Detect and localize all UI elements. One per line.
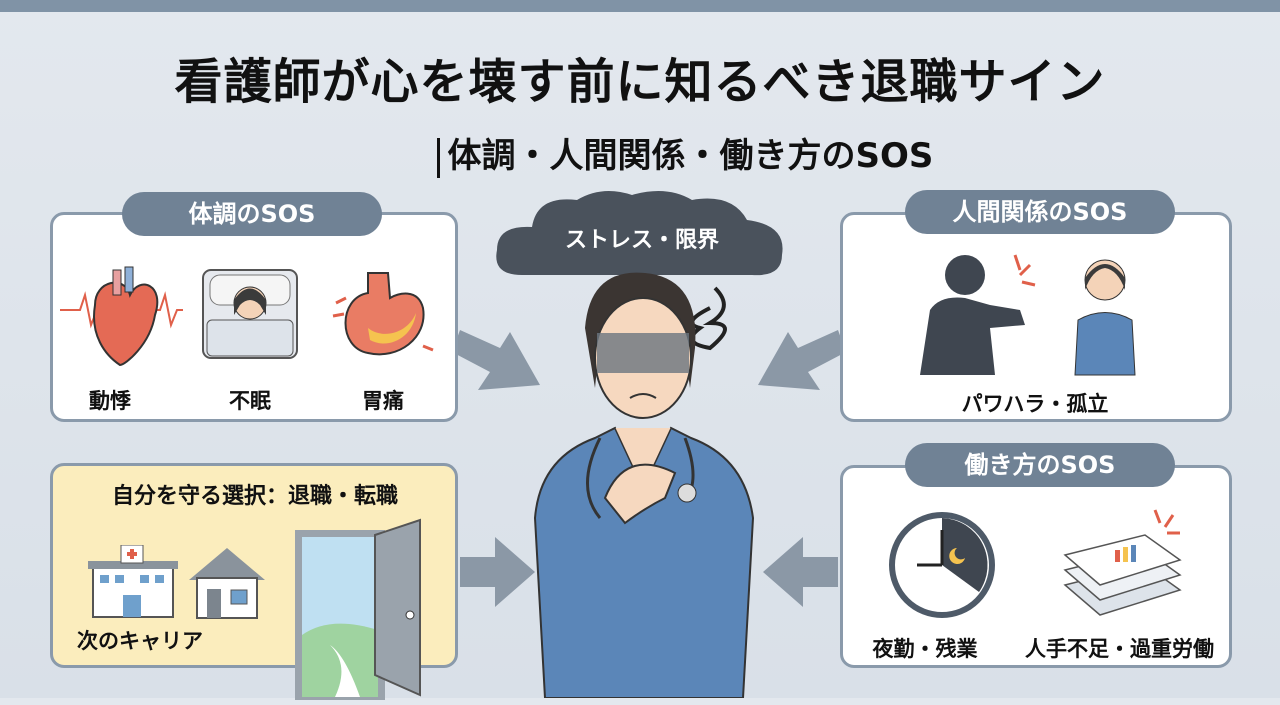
palpitations-label: 動悸 [89, 389, 131, 413]
understaffing-overwork-label: 人手不足・過重労働 [1025, 637, 1214, 661]
harassment-illustration [920, 254, 1136, 376]
physical-sos-label: 体調のSOS [122, 192, 382, 236]
nurse-illustration [533, 272, 755, 698]
choice-title: 自分を守る選択：退職・転職 [111, 484, 398, 509]
arrow-icon [452, 330, 540, 390]
harassment-isolation-label: パワハラ・孤立 [961, 392, 1109, 416]
paperwork-stack-icon [1063, 509, 1182, 616]
stomach-icon [332, 272, 434, 356]
stress-cloud [496, 191, 783, 276]
top-bar [0, 0, 1280, 12]
arrow-icon [763, 537, 838, 607]
arrow-icon [460, 537, 535, 607]
page-title: 看護師が心を壊す前に知るべき退職サイン [174, 54, 1106, 110]
insomnia-bed-icon [202, 269, 298, 359]
night-shift-overtime-label: 夜勤・残業 [872, 637, 978, 661]
stomachache-label: 胃痛 [362, 389, 404, 413]
clock-icon [889, 512, 995, 618]
hospital-icon [88, 545, 178, 618]
house-icon [189, 548, 265, 619]
stress-limit-label: ストレス・限界 [564, 228, 719, 253]
relationship-sos-label: 人間関係のSOS [905, 190, 1175, 234]
open-door-icon [295, 518, 421, 700]
relationship-sos-panel [840, 212, 1232, 422]
workstyle-sos-label: 働き方のSOS [905, 443, 1175, 487]
arrow-icon [758, 330, 846, 390]
next-career-label: 次のキャリア [77, 629, 203, 653]
insomnia-label: 不眠 [229, 389, 271, 413]
page-subtitle: 体調・人間関係・働き方のSOS [0, 128, 1280, 178]
tangled-stress-icon [690, 286, 727, 351]
heart-icon [60, 266, 183, 367]
